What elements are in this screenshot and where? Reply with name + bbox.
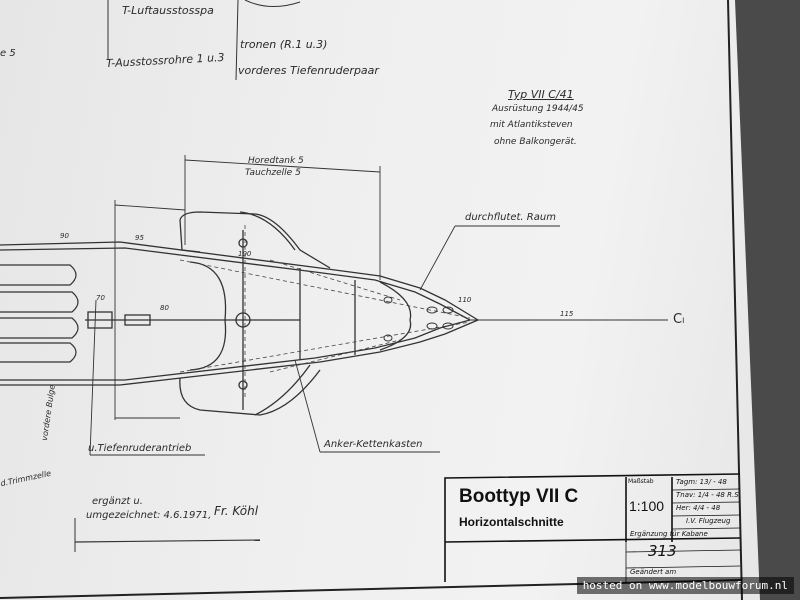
frame-80: 80 bbox=[160, 304, 169, 312]
hidden-lines bbox=[179, 225, 471, 400]
centerline-symbol: Cₗ bbox=[673, 312, 685, 327]
frame-70: 70 bbox=[96, 294, 105, 302]
title-block-frame bbox=[444, 473, 741, 582]
title-row-5: Ergänzung für Kabane bbox=[630, 530, 708, 538]
scale-value: 1:100 bbox=[629, 498, 665, 514]
watermark: hosted on www.modelbouwforum.nl bbox=[576, 577, 794, 594]
drawing-border-right bbox=[727, 0, 743, 600]
sheet-number: 313 bbox=[648, 542, 677, 560]
dimension-lines bbox=[89, 155, 560, 456]
hull-outline bbox=[0, 211, 479, 416]
type-line-1: Ausrüstung 1944/45 bbox=[492, 104, 584, 114]
note-air-cartridges: T-Luftausstosspa bbox=[122, 4, 214, 17]
type-line-3: ohne Balkongerät. bbox=[494, 137, 577, 147]
note-forward-hydroplanes: vorderes Tiefenruderpaar bbox=[238, 64, 379, 77]
type-line-2: mit Atlantiksteven bbox=[490, 120, 573, 130]
frame-100: 100 bbox=[238, 250, 252, 258]
title-row-4: I.V. Flugzeug bbox=[686, 517, 731, 525]
rudder-shaft bbox=[85, 230, 300, 410]
torpedo-tubes bbox=[0, 264, 79, 363]
revision-signature: Fr. Köhl bbox=[214, 504, 259, 518]
title-block-title: Boottyp VII C bbox=[459, 486, 579, 507]
title-row-2: Tnav: 1/4 - 48 R.S. bbox=[676, 491, 741, 499]
title-row-1: Tagm: 13/ - 48 bbox=[676, 478, 727, 486]
frame-115: 115 bbox=[560, 310, 574, 318]
callout-hydroplane-drive: u.Tiefenruderantrieb bbox=[88, 443, 192, 454]
frame-90: 90 bbox=[60, 232, 69, 240]
callout-anchor-chain-locker: Anker-Kettenkasten bbox=[324, 439, 423, 450]
revision-line-1: ergänzt u. bbox=[92, 496, 143, 507]
bow-openings bbox=[383, 296, 454, 342]
title-bottom-note: Geändert am bbox=[630, 568, 677, 576]
label-diving-cell: Tauchzelle 5 bbox=[245, 168, 301, 178]
revision-line-2: umgezeichnet: 4.6.1971, bbox=[86, 510, 212, 521]
scale-label: Maßstab bbox=[628, 478, 654, 485]
edge-fragment: e 5 bbox=[0, 48, 16, 59]
note-air-cartridges-cont: tronen (R.1 u.3) bbox=[240, 38, 328, 51]
title-row-3: Her: 4/4 - 48 bbox=[676, 504, 721, 512]
type-title: Typ VII C/41 bbox=[508, 88, 574, 101]
title-block-subtitle: Horizontalschnitte bbox=[459, 515, 564, 529]
frame-110: 110 bbox=[458, 296, 472, 304]
frame-95: 95 bbox=[135, 234, 144, 242]
callout-flooded-space: durchflutet. Raum bbox=[465, 212, 556, 223]
dark-background bbox=[735, 0, 800, 600]
label-tank: Horedtank 5 bbox=[248, 156, 304, 166]
